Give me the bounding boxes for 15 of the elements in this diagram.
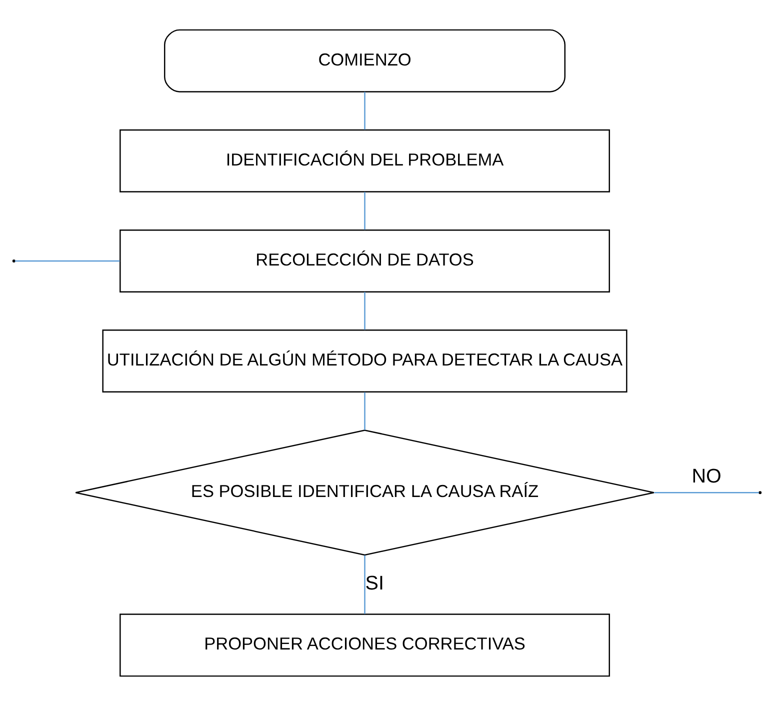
node-box: COMIENZO [164,29,566,92]
connector [364,292,366,330]
connector [364,555,366,614]
connector [14,260,120,262]
node-box: UTILIZACIÓN DE ALGÚN MÉTODO PARA DETECTAR LA CAUSA [102,330,628,393]
node-box: PROPONER ACCIONES CORRECTIVAS [120,614,610,677]
node-box: IDENTIFICACIÓN DEL PROBLEMA [120,129,610,192]
edge-label: NO [692,465,722,488]
connector [364,92,366,130]
connector [364,192,366,230]
node-box: RECOLECCIÓN DE DATOS [120,229,610,292]
node-diamond: ES POSIBLE IDENTIFICAR LA CAUSA RAÍZ [75,430,654,556]
connector [654,492,759,494]
edge-label: SI [365,572,384,594]
connector [364,392,366,430]
